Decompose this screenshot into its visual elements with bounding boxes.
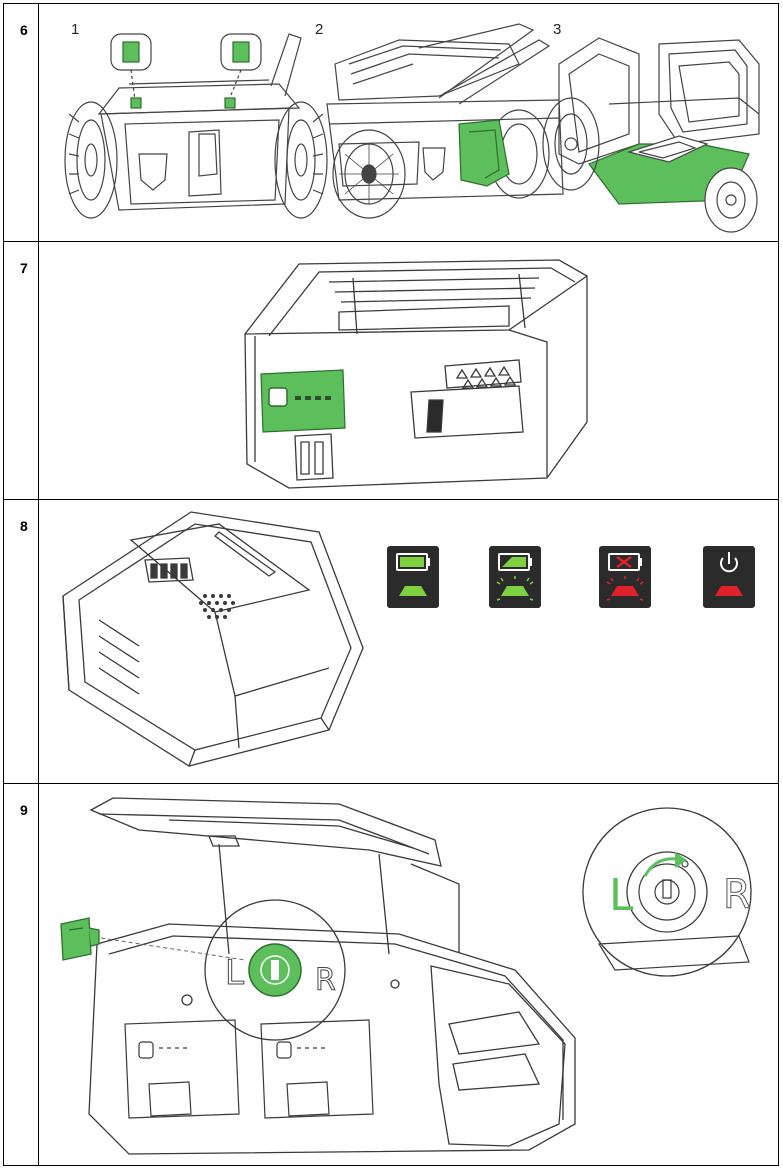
inset-letter-l: L — [609, 870, 634, 921]
row-number: 9 — [20, 802, 28, 818]
row-6: 6 1 2 3 — [3, 3, 779, 242]
battery-led-row — [295, 396, 331, 400]
row-number-cell: 7 — [3, 241, 39, 500]
row-number: 7 — [20, 260, 28, 276]
figure-cell-7 — [38, 241, 779, 500]
battery-slot-left — [124, 1019, 240, 1119]
figure-cell-6: 1 2 3 — [38, 3, 779, 242]
detail-callout-circle — [204, 899, 346, 1041]
instruction-table: 6 1 2 3 — [3, 3, 779, 1166]
inset-letter-r: R — [723, 872, 751, 918]
row-number-cell: 8 — [3, 499, 39, 784]
row-9: 9 — [3, 783, 779, 1166]
battery-test-button — [268, 387, 288, 407]
row-number: 6 — [20, 22, 28, 38]
mower-assembly-illustration: 1 2 3 — [64, 21, 760, 233]
step-label-1: 1 — [71, 21, 79, 38]
step-label-2: 2 — [315, 21, 323, 38]
battery-pack-illustration — [244, 259, 588, 489]
charger-illustration — [62, 511, 755, 767]
status-power-icon — [703, 546, 755, 608]
insertion-guide-line — [100, 937, 246, 961]
status-charged-icon — [387, 546, 439, 608]
zoom-detail-inset — [582, 807, 752, 977]
key-slot — [271, 960, 279, 980]
panel-2-side-view — [326, 23, 564, 219]
row-7: 7 — [3, 241, 779, 500]
figure-cell-9: L R — [38, 783, 779, 1166]
charger-body — [62, 511, 364, 767]
row-number-cell: 6 — [3, 3, 39, 242]
battery-indicator-panel — [260, 369, 346, 433]
row-8: 8 — [3, 499, 779, 784]
letter-r-marking: R — [315, 963, 336, 998]
safety-key-icon — [60, 917, 100, 961]
key-lock-core — [260, 955, 290, 985]
battery-body — [244, 259, 588, 489]
panel-1-rear-view — [64, 33, 328, 219]
letter-l-marking: L — [225, 953, 244, 993]
row-number-cell: 9 — [3, 783, 39, 1166]
panel-3-mulch-view — [542, 37, 760, 233]
status-charging-icon — [489, 546, 541, 608]
figure-cell-8 — [38, 499, 779, 784]
step-label-3: 3 — [553, 21, 561, 38]
battery-slot-right — [260, 1019, 374, 1119]
status-error-icon — [599, 546, 651, 608]
battery-latch — [294, 433, 334, 481]
row-number: 8 — [20, 518, 28, 534]
charger-vent-dots — [199, 594, 235, 619]
battery-compartment-illustration: L R — [60, 797, 752, 1155]
